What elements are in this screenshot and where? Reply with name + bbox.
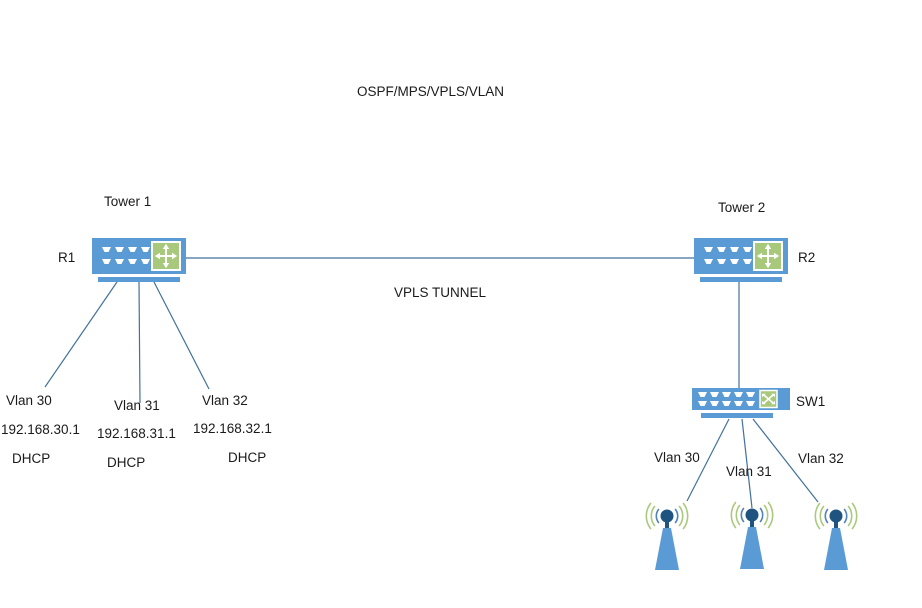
r1-vlan32-ip: 192.168.32.1 xyxy=(193,421,272,436)
link-sw1-ap3 xyxy=(752,418,819,503)
sw1-vlan31-label: Vlan 31 xyxy=(726,464,772,479)
r1-vlan30-label: Vlan 30 xyxy=(6,393,52,408)
switch-sw1-icon xyxy=(691,387,791,419)
router-r2-label: R2 xyxy=(798,250,816,265)
r1-vlan31-service: DHCP xyxy=(107,455,146,470)
tower1-label: Tower 1 xyxy=(104,194,152,209)
r1-vlan30-service: DHCP xyxy=(12,451,51,466)
link-r1-vlan32 xyxy=(153,281,210,390)
wireless-ap1-icon xyxy=(645,502,689,571)
link-r1-vlan30 xyxy=(44,281,118,388)
link-r1-vlan31 xyxy=(138,281,141,404)
router-r1-icon xyxy=(91,237,187,283)
diagram-title: OSPF/MPS/VPLS/VLAN xyxy=(357,84,505,99)
r1-vlan32-label: Vlan 32 xyxy=(202,393,248,408)
router-r2-icon xyxy=(693,237,789,283)
r1-vlan32-service: DHCP xyxy=(228,450,267,465)
tower2-label: Tower 2 xyxy=(718,200,766,215)
sw1-vlan30-label: Vlan 30 xyxy=(654,450,700,465)
switch-sw1-label: SW1 xyxy=(796,394,826,409)
sw1-vlan32-label: Vlan 32 xyxy=(798,451,844,466)
wireless-ap2-icon xyxy=(730,501,774,570)
router-r1-label: R1 xyxy=(58,250,76,265)
r1-vlan31-label: Vlan 31 xyxy=(114,398,160,413)
link-sw1-ap1 xyxy=(686,418,730,502)
vpls-tunnel-label: VPLS TUNNEL xyxy=(394,285,487,300)
wireless-ap3-icon xyxy=(814,502,858,571)
r1-vlan30-ip: 192.168.30.1 xyxy=(1,422,80,437)
r1-vlan31-ip: 192.168.31.1 xyxy=(97,426,176,441)
link-sw1-ap2 xyxy=(741,418,753,509)
